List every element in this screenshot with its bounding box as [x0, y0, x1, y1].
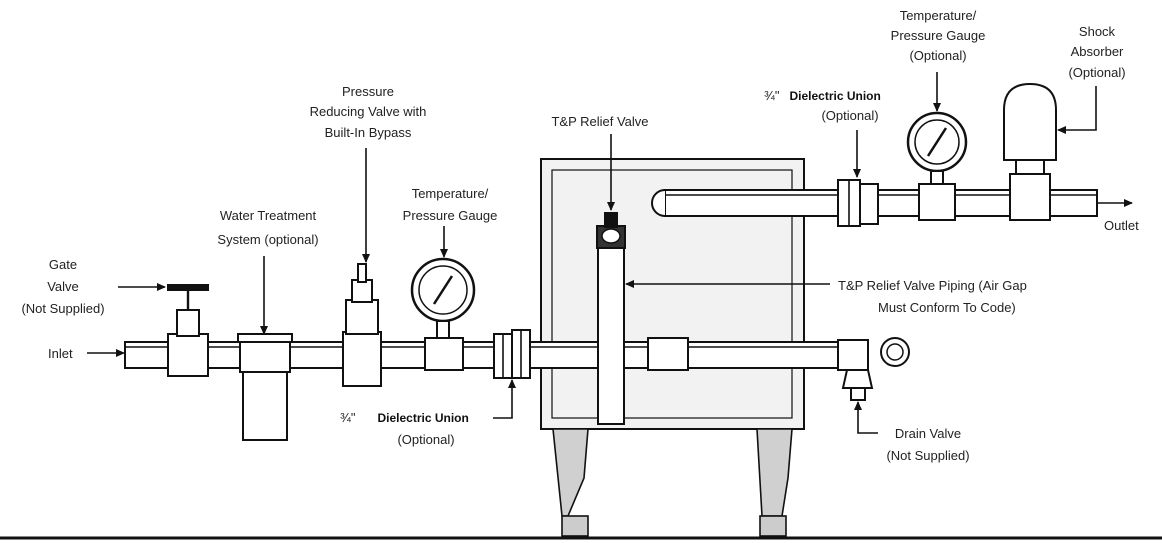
dielectric-union-1 [493, 329, 531, 379]
gate-valve-label-line-2: Valve [47, 279, 79, 294]
pressure-reducing-valve [342, 263, 382, 387]
temperature-pressure-gauge-1 [410, 257, 476, 371]
dielectric-union-2 [837, 179, 879, 227]
outlet-label: Outlet [1104, 218, 1139, 233]
union-1-arrow [493, 379, 516, 419]
temperature-pressure-gauge-2 [906, 111, 968, 221]
water-treatment-label-line-2: System (optional) [217, 232, 318, 247]
temperature-gauge-1-label-line-2: Pressure Gauge [403, 208, 498, 223]
heater-leg-right [756, 428, 793, 537]
gate-valve-label-line-1: Gate [49, 257, 77, 272]
dielectric-union-1-note: (Optional) [397, 432, 454, 447]
gate-valve-label-line-3: (Not Supplied) [21, 301, 104, 316]
tp-piping-label: T&P Relief Valve Piping (Air Gap Must Co… [838, 278, 1027, 315]
shock-absorber [1003, 82, 1057, 221]
water-treatment-label-line-1: Water Treatment [220, 208, 317, 223]
tp-relief-valve-label: T&P Relief Valve [551, 114, 648, 129]
heater-inner-panel [551, 169, 793, 419]
dielectric-union-1-label-line-1: ¾" Dielectric Union [340, 410, 469, 425]
prv-label-line-3: Built-In Bypass [325, 125, 412, 140]
prv-label-line-1: Pressure [342, 84, 394, 99]
inlet-pipe [124, 341, 856, 369]
drain-valve-label-line-2: (Not Supplied) [886, 448, 969, 463]
prv-label: Pressure Reducing Valve with Built-In By… [310, 84, 427, 140]
drain-valve-label: Drain Valve (Not Supplied) [886, 426, 969, 463]
dielectric-union-2-label: ¾" Dielectric Union (Optional) [764, 88, 881, 123]
shock-absorber-label-line-2: Absorber [1071, 44, 1124, 59]
dielectric-union-1-label: ¾" Dielectric Union (Optional) [340, 410, 469, 447]
inlet-label: Inlet [48, 346, 73, 361]
temperature-gauge-1-label: Temperature/ Pressure Gauge [403, 186, 498, 223]
gate-valve-label: Gate Valve (Not Supplied) [21, 257, 104, 316]
dielectric-union-2-fraction: ¾" [764, 88, 780, 103]
dielectric-union-1-name: Dielectric Union [377, 411, 468, 425]
shock-absorber-label: Shock Absorber (Optional) [1068, 24, 1125, 80]
leader-lines [87, 72, 1133, 434]
dielectric-union-2-note: (Optional) [821, 108, 878, 123]
temperature-gauge-2-label-line-1: Temperature/ [900, 8, 977, 23]
temperature-gauge-2-label: Temperature/ Pressure Gauge (Optional) [891, 8, 986, 63]
shock-absorber-label-line-3: (Optional) [1068, 65, 1125, 80]
drain-valve [841, 369, 874, 401]
shock-absorber-arrow [1057, 86, 1097, 134]
shock-absorber-label-line-1: Shock [1079, 24, 1116, 39]
heater-leg-left [552, 428, 589, 537]
drain-valve-arrow [854, 401, 878, 434]
water-treatment-label: Water Treatment System (optional) [217, 208, 318, 247]
dielectric-union-2-label-line-1: ¾" Dielectric Union [764, 88, 881, 103]
gate-valve [167, 284, 209, 377]
water-treatment-system [237, 333, 293, 441]
dielectric-union-2-name: Dielectric Union [789, 89, 880, 103]
prv-label-line-2: Reducing Valve with [310, 104, 427, 119]
dielectric-union-1-fraction: ¾" [340, 410, 356, 425]
temperature-gauge-2-label-line-2: Pressure Gauge [891, 28, 986, 43]
tp-relief-valve [596, 212, 626, 425]
tp-piping-label-line-1: T&P Relief Valve Piping (Air Gap [838, 278, 1027, 293]
drain-valve-label-line-1: Drain Valve [895, 426, 961, 441]
tp-piping-label-line-2: Must Conform To Code) [878, 300, 1016, 315]
temperature-gauge-1-label-line-1: Temperature/ [412, 186, 489, 201]
callout-labels: Gate Valve (Not Supplied) Water Treatmen… [21, 8, 1139, 463]
temperature-gauge-2-label-line-3: (Optional) [909, 48, 966, 63]
